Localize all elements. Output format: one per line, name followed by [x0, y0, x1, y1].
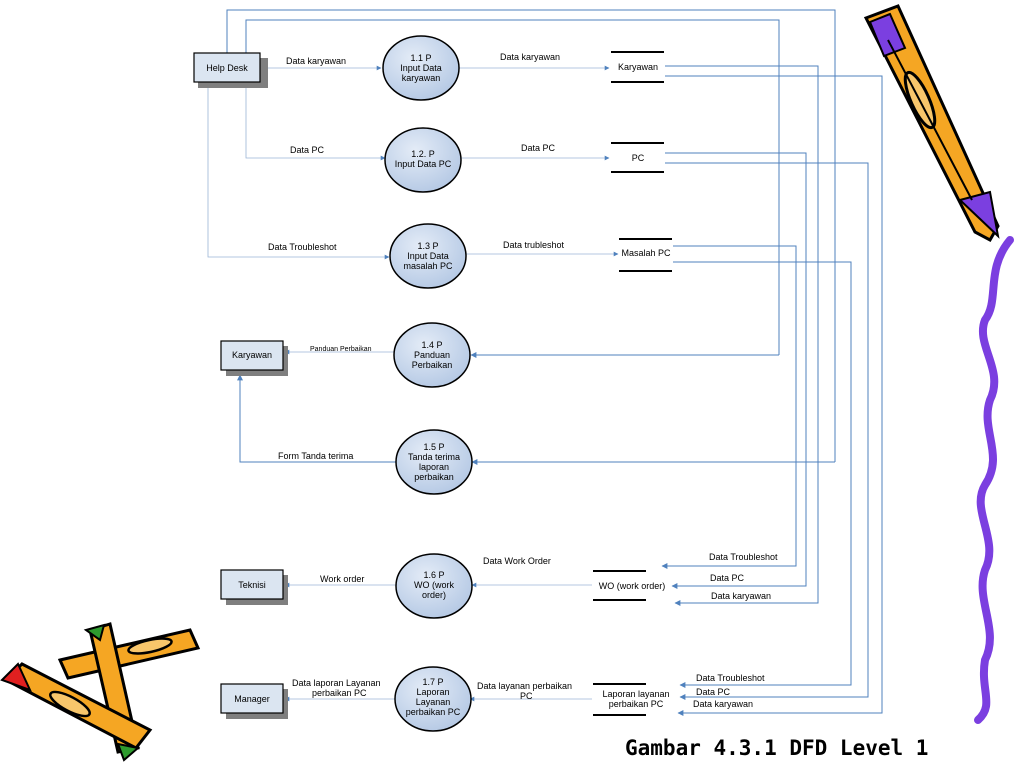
flow-helpdesk-p3: Data Troubleshot: [207, 82, 390, 260]
process-label: 1.5 P: [423, 442, 444, 452]
pencil-clipart-bottom-left: [0, 622, 201, 762]
flow-helpdesk-p2: Data PC: [245, 82, 386, 161]
store-label: WO (work order): [599, 581, 666, 591]
figure-caption: Gambar 4.3.1 DFD Level 1: [625, 736, 928, 760]
store-karyawan: Karyawan: [611, 51, 664, 83]
store-laporan: Laporan layanan perbaikan PC: [593, 683, 670, 716]
entity-label: Karyawan: [232, 350, 272, 360]
flow-label: Data trubleshot: [503, 240, 565, 250]
process-label: Perbaikan: [412, 360, 453, 370]
process-label: laporan: [419, 462, 449, 472]
entity-manager: Manager: [220, 683, 288, 719]
process-label: Tanda terima: [408, 452, 460, 462]
flow-label: Data karyawan: [286, 56, 346, 66]
flow-p5-karyawan: Form Tanda terima: [237, 374, 397, 463]
store-label: Masalah PC: [621, 248, 671, 258]
process-label: order): [422, 590, 446, 600]
flow-laporan-p7: Data layanan perbaikan PC: [469, 681, 592, 702]
store-label: perbaikan PC: [609, 699, 664, 709]
store-label: Karyawan: [618, 62, 658, 72]
flow-p2-store: Data PC: [461, 143, 610, 161]
process-label: 1.6 P: [423, 570, 444, 580]
entity-label: Help Desk: [206, 63, 248, 73]
process-label: perbaikan PC: [406, 707, 461, 717]
entity-label: Manager: [234, 694, 270, 704]
flow-label: Data karyawan: [500, 52, 560, 62]
flow-label: Data PC: [521, 143, 556, 153]
process-label: Layanan: [416, 697, 451, 707]
flow-label: Data Troubleshot: [268, 242, 337, 252]
process-label: Panduan: [414, 350, 450, 360]
process-1-2: 1.2. P Input Data PC: [384, 127, 462, 193]
flow-label: Work order: [320, 574, 364, 584]
flow-label: Data Troubleshot: [696, 673, 765, 683]
flow-label: Data layanan perbaikan: [477, 681, 572, 691]
process-label: 1.3 P: [417, 241, 438, 251]
process-label: perbaikan: [414, 472, 454, 482]
process-label: 1.2. P: [411, 149, 435, 159]
process-1-6: 1.6 P WO (work order): [395, 553, 473, 619]
store-label: Laporan layanan: [602, 689, 669, 699]
process-1-3: 1.3 P Input Data masalah PC: [389, 223, 467, 289]
store-label: PC: [632, 153, 645, 163]
flow-label: PC: [520, 691, 533, 701]
process-1-1: 1.1 P Input Data karyawan: [382, 35, 460, 101]
process-label: Laporan: [416, 687, 449, 697]
store-distribution-lines: [470, 65, 883, 716]
flow-label: Data PC: [696, 687, 731, 697]
flow-p4-karyawan: Panduan Perbaikan: [284, 346, 394, 355]
flow-label: Data Troubleshot: [709, 552, 778, 562]
flow-label: Data PC: [290, 145, 325, 155]
process-label: WO (work: [414, 580, 454, 590]
store-masalah-pc: Masalah PC: [619, 238, 672, 272]
flow-label: Data Work Order: [483, 556, 551, 566]
flow-p3-store: Data trubleshot: [466, 240, 619, 257]
flow-helpdesk-p1: Data karyawan: [260, 56, 382, 71]
process-label: Input Data: [400, 63, 442, 73]
store-wo: WO (work order): [593, 570, 666, 601]
flow-wo-p6: Data Work Order: [471, 556, 592, 588]
process-1-7: 1.7 P Laporan Layanan perbaikan PC: [394, 666, 472, 732]
entity-karyawan: Karyawan: [220, 340, 288, 376]
process-label: Input Data PC: [395, 159, 452, 169]
flow-label: Data karyawan: [693, 699, 753, 709]
flow-label: Panduan Perbaikan: [310, 346, 372, 353]
flow-label: Data laporan Layanan: [292, 678, 381, 688]
flow-label: perbaikan PC: [312, 688, 367, 698]
entity-helpdesk: Help Desk: [193, 52, 268, 88]
process-label: Input Data: [407, 251, 449, 261]
flow-p6-teknisi: Work order: [284, 574, 397, 588]
store-pc: PC: [611, 142, 664, 173]
flow-p1-store: Data karyawan: [459, 52, 610, 71]
process-1-4: 1.4 P Panduan Perbaikan: [393, 322, 471, 388]
process-label: karyawan: [402, 73, 441, 83]
squiggle-decoration: [974, 236, 1014, 724]
process-label: 1.1 P: [410, 53, 431, 63]
process-1-5: 1.5 P Tanda terima laporan perbaikan: [395, 429, 473, 495]
flow-label: Form Tanda terima: [278, 451, 353, 461]
pencil-clipart-top-right: [863, 4, 1000, 243]
process-label: 1.7 P: [422, 677, 443, 687]
entity-teknisi: Teknisi: [220, 569, 288, 605]
feeder-lines: [226, 9, 836, 462]
process-label: 1.4 P: [421, 340, 442, 350]
flow-p7-manager: Data laporan Layanan perbaikan PC: [284, 678, 396, 702]
flow-label: Data PC: [710, 573, 745, 583]
process-label: masalah PC: [403, 261, 453, 271]
entity-label: Teknisi: [238, 580, 266, 590]
flow-label: Data karyawan: [711, 591, 771, 601]
